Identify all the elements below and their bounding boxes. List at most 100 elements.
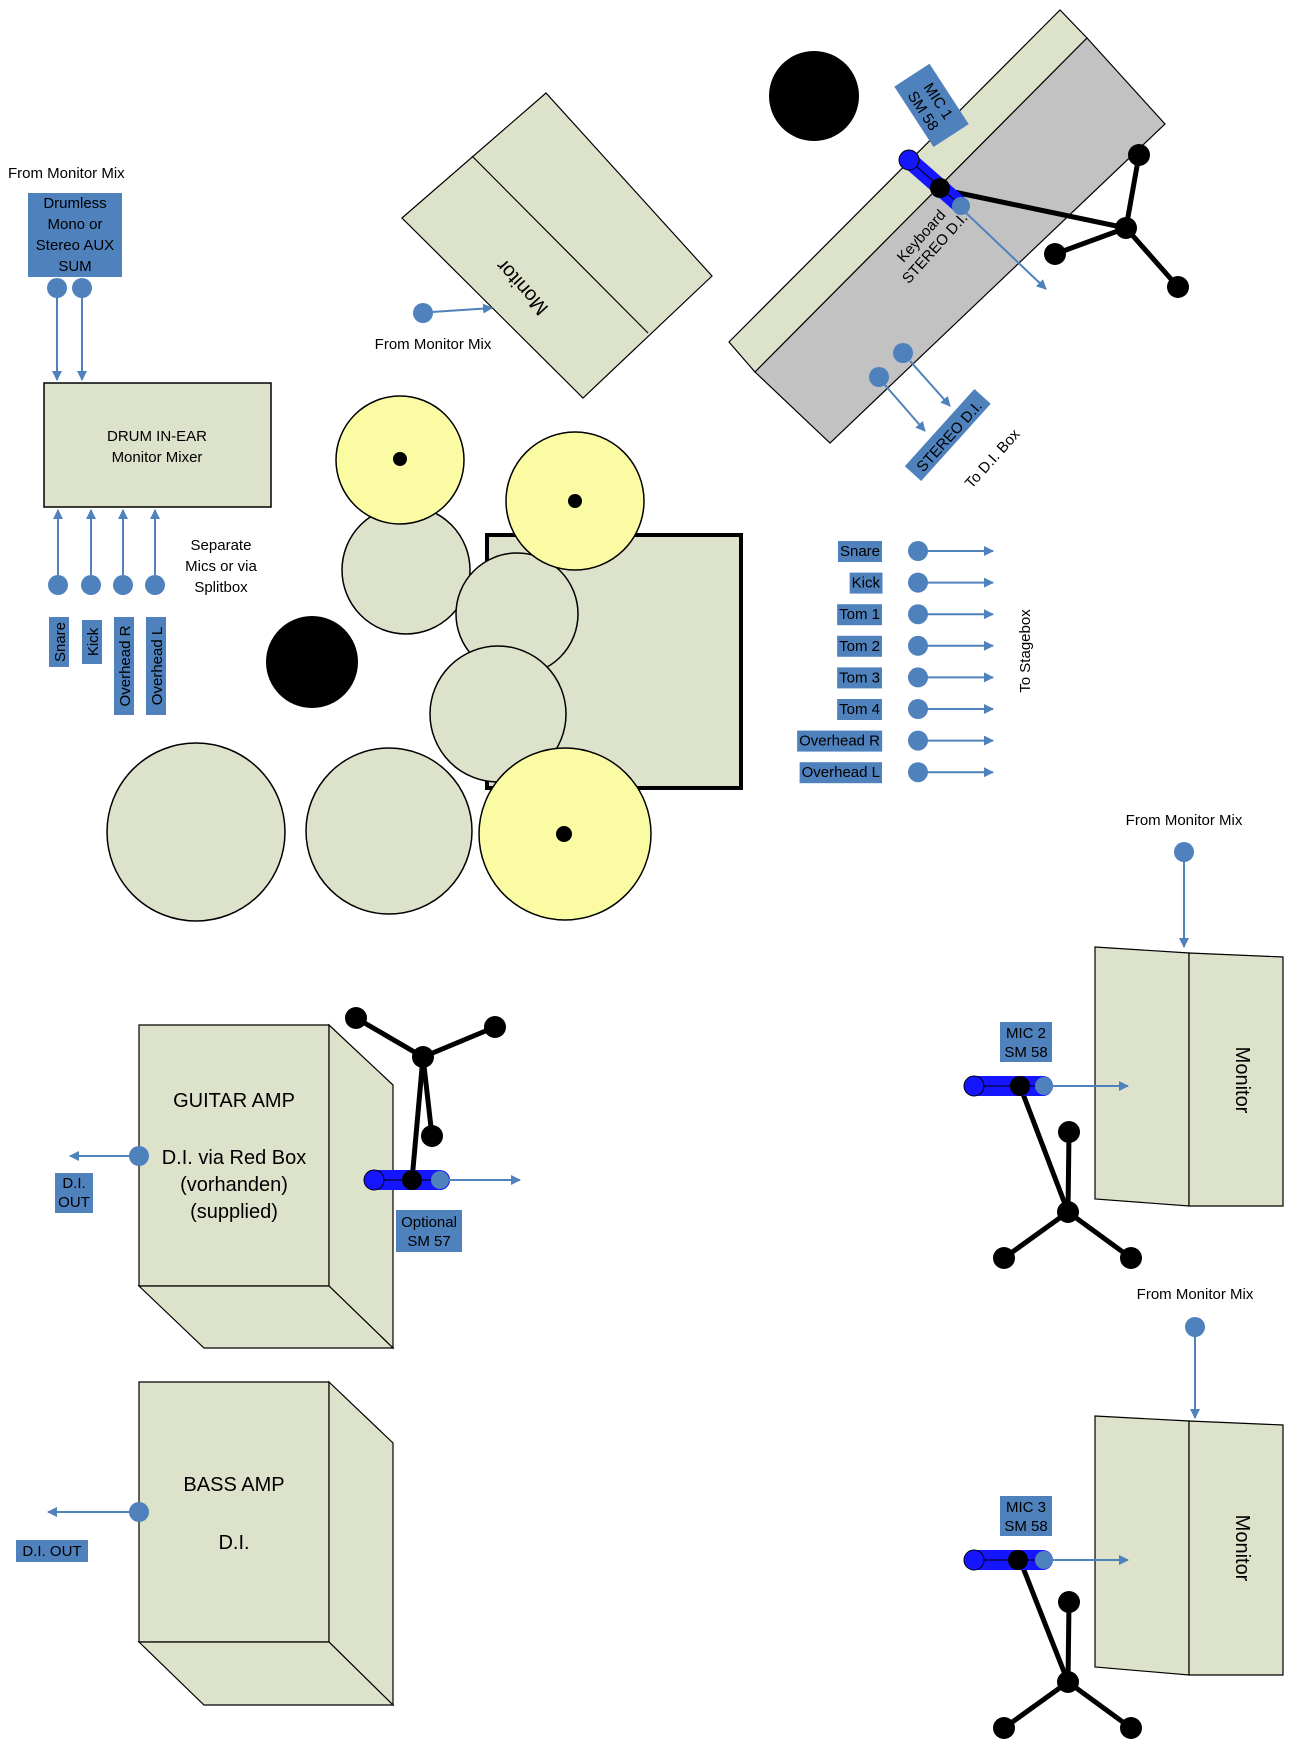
mic3-microphone bbox=[963, 1549, 1053, 1571]
stagebox-channel-row: Overhead R bbox=[797, 730, 994, 752]
drumless-tag-line3: Stereo AUX bbox=[36, 237, 114, 254]
mixer-input-connectors bbox=[48, 509, 165, 595]
connector-dot bbox=[908, 635, 928, 656]
connector-dot bbox=[908, 667, 928, 688]
mic3-tag bbox=[1000, 1496, 1052, 1536]
mic2-tag bbox=[1000, 1022, 1052, 1062]
input-label-snare: Snare bbox=[52, 622, 69, 662]
stagebox-channel-row: Tom 1 bbox=[837, 604, 994, 626]
connector-arrow bbox=[431, 303, 493, 314]
stagebox-channel-tag bbox=[837, 604, 882, 626]
drumless-tag-line2: Mono or bbox=[47, 216, 102, 233]
monitor-wedge-edge bbox=[471, 155, 649, 334]
keyboard-player-position bbox=[769, 51, 859, 141]
connector-dot bbox=[908, 604, 928, 625]
from-monitor-mix-label-left: From Monitor Mix bbox=[8, 165, 125, 182]
guitar-di-out-tag bbox=[55, 1173, 93, 1213]
sm57-microphone bbox=[363, 1169, 450, 1191]
connector-dot bbox=[908, 572, 928, 593]
stagebox-channel-tag bbox=[799, 762, 882, 784]
optional-line1: Optional bbox=[401, 1214, 457, 1231]
connector-arrow bbox=[884, 384, 926, 432]
stagebox-channel-label: Tom 4 bbox=[839, 701, 880, 718]
monitor-wedge bbox=[1094, 946, 1190, 1207]
cymbal-center bbox=[393, 452, 407, 466]
drummer-position bbox=[266, 616, 358, 708]
connector-dot bbox=[1185, 1317, 1205, 1337]
drumless-tag-line4: SUM bbox=[58, 258, 91, 275]
connector-dot bbox=[47, 278, 67, 298]
stagebox-channel-tag bbox=[797, 730, 883, 752]
drum-mixer-line2: Monitor Mixer bbox=[112, 449, 203, 466]
stagebox-channel-row: Overhead L bbox=[799, 762, 994, 784]
connector-dot bbox=[48, 575, 68, 595]
stagebox-channel-row: Kick bbox=[849, 572, 994, 594]
cymbal-center bbox=[556, 826, 572, 842]
connector-dot bbox=[908, 730, 928, 751]
stagebox-channel-tag bbox=[837, 667, 882, 689]
stagebox-channel-row: Tom 2 bbox=[837, 635, 994, 657]
stagebox-channel-tag bbox=[837, 541, 882, 562]
guitar-line2: D.I. via Red Box bbox=[162, 1147, 307, 1169]
keyboard-body bbox=[754, 37, 1166, 444]
stereo-di-text: STEREO D.I. bbox=[913, 398, 985, 476]
monitor-wedge bbox=[1094, 1415, 1190, 1676]
connector-dot bbox=[893, 343, 913, 363]
from-monitor-mix-label-right1: From Monitor Mix bbox=[1126, 812, 1243, 829]
input-label-kick: Kick bbox=[85, 627, 102, 656]
connector-dot bbox=[908, 762, 928, 783]
to-di-box-label: To D.I. Box bbox=[962, 426, 1024, 492]
connector-dot bbox=[908, 699, 928, 719]
drum-kit bbox=[106, 395, 743, 922]
optional-line2: SM 57 bbox=[407, 1233, 450, 1250]
stagebox-channel-label: Tom 2 bbox=[839, 638, 880, 655]
drum-in-ear-section: From Monitor Mix Drumless Mono or Stereo… bbox=[8, 165, 272, 715]
connector-arrow bbox=[909, 360, 951, 407]
stagebox-channel-label: Overhead R bbox=[799, 733, 880, 750]
connector-dot bbox=[113, 575, 133, 595]
optional-sm57-tag bbox=[396, 1210, 462, 1252]
stagebox-channel-row: Snare bbox=[837, 541, 994, 562]
monitor-wedge-face bbox=[1188, 1420, 1284, 1676]
sm57-stand bbox=[345, 1007, 506, 1181]
mic1-microphone bbox=[898, 149, 970, 215]
separate-mics-line1: Separate bbox=[191, 537, 252, 554]
connector-dot bbox=[129, 1502, 149, 1522]
stagebox-channel-label: Kick bbox=[852, 575, 881, 592]
mixer-input-labels: Snare Kick Overhead R Overhead L bbox=[49, 617, 166, 715]
bass-amp-bottom bbox=[137, 1641, 395, 1706]
connector-arrow bbox=[962, 209, 1047, 290]
guitar-line3: (vorhanden) bbox=[180, 1174, 288, 1196]
guitar-amp-bottom bbox=[137, 1285, 395, 1349]
input-tag bbox=[82, 620, 102, 664]
mic2-line1: MIC 2 bbox=[1006, 1025, 1046, 1042]
bass-amp-section: BASS AMP D.I. D.I. OUT bbox=[16, 1380, 395, 1707]
cymbal-center bbox=[568, 494, 582, 508]
stagebox-channel-tag bbox=[849, 572, 883, 594]
bass-di-out-tag bbox=[16, 1540, 88, 1562]
input-tag bbox=[146, 617, 166, 715]
mic3-stand bbox=[993, 1559, 1142, 1739]
monitor-top-center: Monitor From Monitor Mix bbox=[375, 92, 713, 399]
guitar-line4: (supplied) bbox=[190, 1201, 278, 1223]
from-monitor-mix-label-right2: From Monitor Mix bbox=[1137, 1286, 1254, 1303]
mic1-stand bbox=[934, 144, 1189, 298]
stagebox-channel-label: Tom 3 bbox=[839, 669, 880, 686]
drumless-tag-line1: Drumless bbox=[43, 195, 106, 212]
keyboard-di-connectors bbox=[869, 343, 951, 432]
monitor-right-1: From Monitor Mix Monitor MIC 2 SM 58 bbox=[963, 812, 1284, 1269]
monitor-right-2: From Monitor Mix Monitor MIC 3 SM 58 bbox=[963, 1286, 1284, 1739]
mic2-line2: SM 58 bbox=[1004, 1044, 1047, 1061]
input-label-overhead-r: Overhead R bbox=[117, 625, 134, 706]
separate-mics-line2: Mics or via bbox=[185, 558, 257, 575]
connector-dot bbox=[908, 541, 928, 561]
connector-dot bbox=[869, 367, 889, 387]
mic3-line1: MIC 3 bbox=[1006, 1499, 1046, 1516]
connector-dot bbox=[81, 575, 101, 595]
drum-in-ear-mixer bbox=[43, 382, 272, 508]
tom-drum bbox=[341, 505, 471, 635]
snare-drum bbox=[305, 747, 473, 915]
stagebox-channel-label: Tom 1 bbox=[839, 606, 880, 623]
